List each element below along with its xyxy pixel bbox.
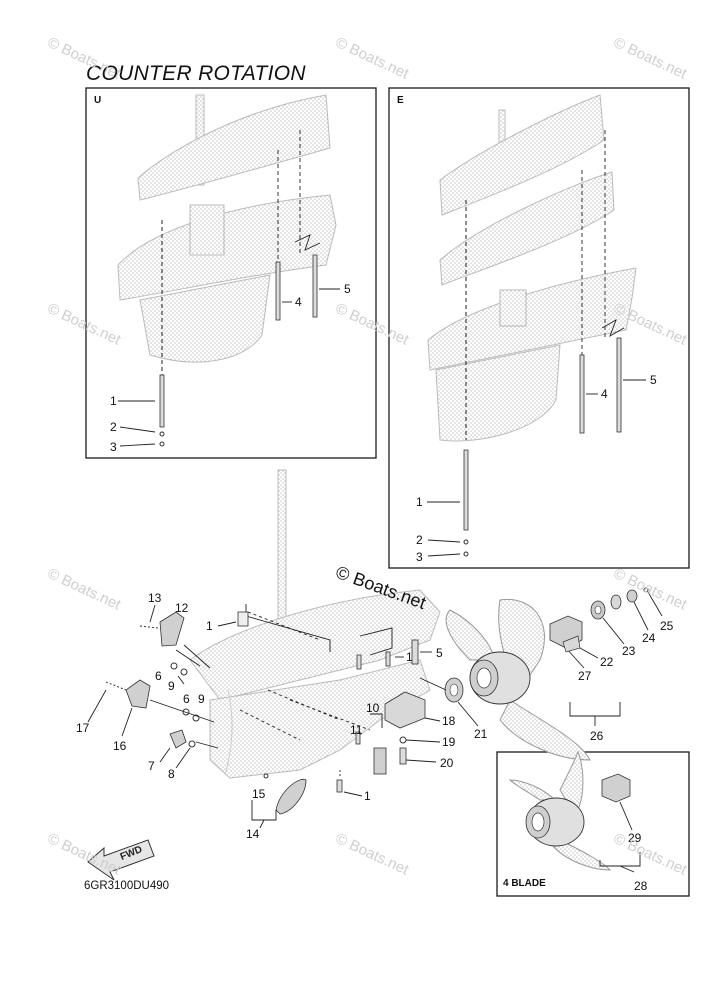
callout-main-16: 16 [113,739,127,753]
prop-hardware: 27 22 23 24 25 [549,587,674,683]
panel-4blade-frame [496,751,690,897]
panel-4blade-tag: 4 BLADE [503,878,546,889]
callout-main-8: 8 [168,767,175,781]
callout-main-24: 24 [642,631,656,645]
callout-main-1b: 1 [406,650,413,664]
callout-main-18: 18 [442,714,456,728]
callout-u-3: 3 [110,440,117,454]
callout-u-1: 1 [110,394,117,408]
callout-u-5: 5 [344,282,351,296]
callout-main-17: 17 [76,721,90,735]
callout-blade-28: 28 [634,879,648,893]
callout-main-23: 23 [622,644,636,658]
four-blade-illustration: 29 28 [508,750,648,893]
callout-e-4: 4 [601,387,608,401]
callout-e-1: 1 [416,495,423,509]
callout-main-19: 19 [442,735,456,749]
panel-u-frame [85,87,377,459]
callout-main-12: 12 [175,601,189,615]
callout-main-20: 20 [440,756,454,770]
callout-e-2: 2 [416,533,423,547]
callout-main-27: 27 [578,669,592,683]
callout-main-13: 13 [148,591,162,605]
main-gearcase-illustration: 1 1 5 1 1 11 10 18 19 20 [76,469,488,841]
callout-main-5: 5 [436,646,443,660]
panel-e-illustration: 1 2 3 4 5 [416,94,657,564]
panel-e-frame [388,87,690,569]
callout-main-6a: 6 [155,669,162,683]
callout-main-15: 15 [252,787,266,801]
callout-main-9b: 9 [198,692,205,706]
callout-main-22: 22 [600,655,614,669]
callout-main-1c: 1 [364,789,371,803]
callout-main-11: 11 [350,723,363,737]
callout-main-9a: 9 [168,679,175,693]
propeller-illustration: 26 [445,598,621,761]
callout-main-10: 10 [366,701,380,715]
callout-e-5: 5 [650,373,657,387]
callout-main-14: 14 [246,827,260,841]
callout-main-26: 26 [590,729,604,743]
page-title: COUNTER ROTATION [86,62,306,85]
fwd-arrow [87,839,155,881]
callout-main-1a: 1 [206,619,213,633]
callout-main-21: 21 [474,727,488,741]
panel-u-illustration: 1 2 3 4 5 [110,94,351,454]
callout-blade-29: 29 [628,831,642,845]
diagram-code: 6GR3100DU490 [84,880,170,892]
callout-main-6b: 6 [183,692,190,706]
panel-e-tag: E [397,95,404,106]
callout-main-25: 25 [660,619,674,633]
callout-main-7: 7 [148,759,155,773]
callout-u-2: 2 [110,420,117,434]
panel-u-tag: U [94,95,102,106]
callout-u-4: 4 [295,295,302,309]
callout-e-3: 3 [416,550,423,564]
